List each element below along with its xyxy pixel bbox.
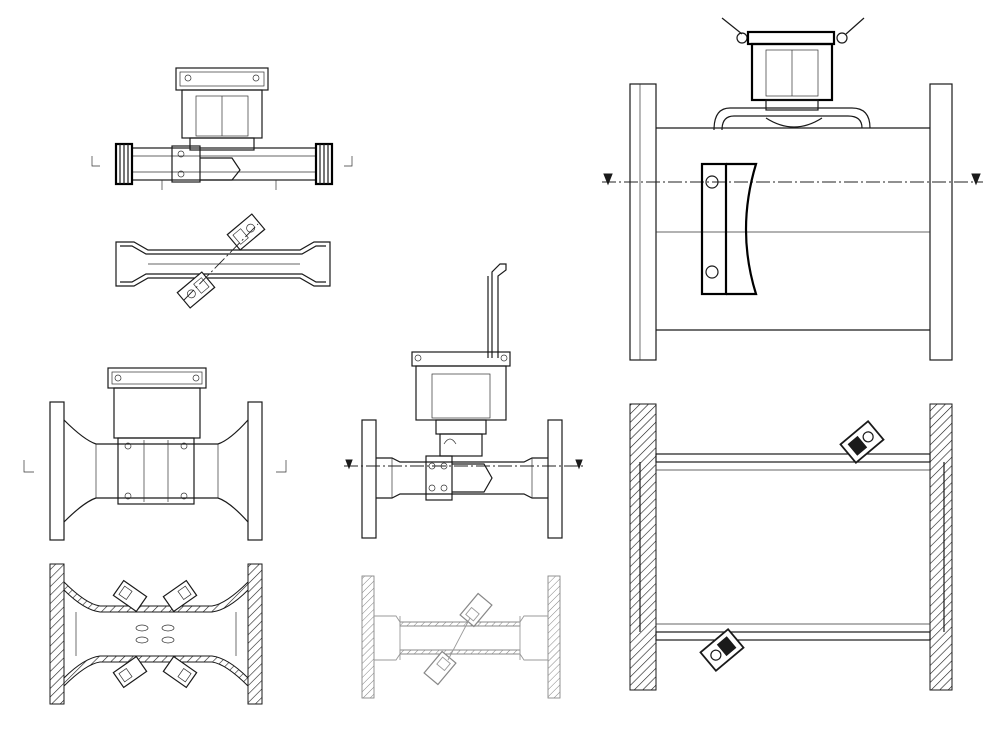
threaded-end-right (314, 142, 334, 186)
transducer-icon (112, 655, 148, 689)
flanged-mid-elevation (344, 263, 584, 539)
section-arrow-icon (23, 460, 287, 473)
handle (487, 263, 507, 358)
transducer-icon (459, 592, 493, 628)
large-spool-section (629, 403, 953, 691)
transducer-icon (176, 271, 216, 309)
transmitter-head (721, 17, 865, 111)
threaded-end-left (114, 142, 134, 186)
section-arrow-icon (91, 156, 353, 167)
transducer-icon (423, 650, 457, 686)
transducer-icon (839, 419, 885, 465)
bolt-icon (180, 442, 188, 450)
large-spool-elevation (602, 17, 983, 361)
register-housing (107, 367, 207, 439)
bolt-icon (124, 492, 132, 500)
bolt-icon (124, 442, 132, 450)
bolt-icon (440, 484, 448, 492)
transducer-icon (162, 579, 198, 613)
transducer-icon (112, 579, 148, 613)
bolt-icon (180, 492, 188, 500)
flanged-mid-section (361, 575, 561, 699)
pipe-body (131, 145, 317, 190)
flanged-dn-small-elevation (23, 367, 287, 541)
register-housing (411, 351, 511, 457)
bolt-icon (705, 265, 719, 279)
transducer-icon (226, 213, 266, 251)
section-arrow-icon (345, 459, 583, 470)
register-housing (175, 67, 269, 151)
threaded-meter-elevation (91, 67, 353, 190)
transducer-icon (162, 655, 198, 689)
transducer-icon (699, 627, 745, 673)
flanged-dn-small-section (49, 563, 263, 705)
section-arrow-icon (603, 173, 981, 186)
bolt-icon (428, 484, 436, 492)
threaded-meter-section (115, 213, 331, 309)
clamp-sensor (700, 162, 758, 296)
bolt-icon (705, 175, 719, 189)
